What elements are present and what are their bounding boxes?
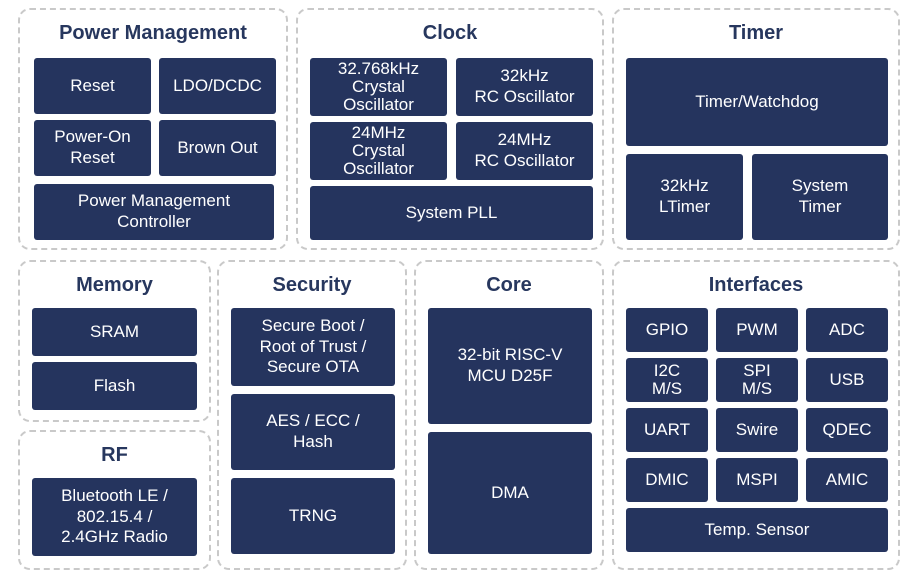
mspi-block: MSPI <box>716 458 798 502</box>
timer-title: Timer <box>728 22 784 44</box>
crystal-32khz-block: 32.768kHz Crystal Oscillator <box>310 58 447 116</box>
interfaces-group: Interfaces GPIO PWM ADC I2C M/S SPI M/S … <box>612 260 900 570</box>
crystal-24mhz-block: 24MHz Crystal Oscillator <box>310 122 447 180</box>
timer-watchdog-block: Timer/Watchdog <box>626 58 888 146</box>
ldo-dcdc-block: LDO/DCDC <box>159 58 276 114</box>
clock-group: Clock 32.768kHz Crystal Oscillator 32kHz… <box>296 8 604 250</box>
power-management-controller-block: Power Management Controller <box>34 184 274 240</box>
temp-sensor-block: Temp. Sensor <box>626 508 888 552</box>
gpio-block: GPIO <box>626 308 708 352</box>
aes-ecc-hash-block: AES / ECC / Hash <box>231 394 395 470</box>
reset-block: Reset <box>34 58 151 114</box>
power-management-title: Power Management <box>59 22 247 44</box>
sram-block: SRAM <box>32 308 197 356</box>
ltimer-block: 32kHz LTimer <box>626 154 743 240</box>
adc-block: ADC <box>806 308 888 352</box>
dma-block: DMA <box>428 432 592 554</box>
spi-block: SPI M/S <box>716 358 798 402</box>
trng-block: TRNG <box>231 478 395 554</box>
pwm-block: PWM <box>716 308 798 352</box>
power-management-group: Power Management Reset LDO/DCDC Power-On… <box>18 8 288 250</box>
qdec-block: QDEC <box>806 408 888 452</box>
interfaces-title: Interfaces <box>708 274 804 296</box>
swire-block: Swire <box>716 408 798 452</box>
uart-block: UART <box>626 408 708 452</box>
memory-title: Memory <box>76 274 153 296</box>
memory-group: Memory SRAM Flash <box>18 260 211 422</box>
secure-boot-block: Secure Boot / Root of Trust / Secure OTA <box>231 308 395 386</box>
core-title: Core <box>486 274 532 296</box>
flash-block: Flash <box>32 362 197 410</box>
rc-32khz-block: 32kHz RC Oscillator <box>456 58 593 116</box>
timer-group: Timer Timer/Watchdog 32kHz LTimer System… <box>612 8 900 250</box>
amic-block: AMIC <box>806 458 888 502</box>
core-group: Core 32-bit RISC-V MCU D25F DMA <box>414 260 604 570</box>
radio-block: Bluetooth LE / 802.15.4 / 2.4GHz Radio <box>32 478 197 556</box>
system-pll-block: System PLL <box>310 186 593 240</box>
rf-group: RF Bluetooth LE / 802.15.4 / 2.4GHz Radi… <box>18 430 211 570</box>
i2c-block: I2C M/S <box>626 358 708 402</box>
clock-title: Clock <box>422 22 478 44</box>
mcu-block: 32-bit RISC-V MCU D25F <box>428 308 592 424</box>
brown-out-block: Brown Out <box>159 120 276 176</box>
rc-24mhz-block: 24MHz RC Oscillator <box>456 122 593 180</box>
usb-block: USB <box>806 358 888 402</box>
rf-title: RF <box>101 444 128 466</box>
system-timer-block: System Timer <box>752 154 888 240</box>
power-on-reset-block: Power-On Reset <box>34 120 151 176</box>
security-title: Security <box>272 274 352 296</box>
security-group: Security Secure Boot / Root of Trust / S… <box>217 260 407 570</box>
dmic-block: DMIC <box>626 458 708 502</box>
